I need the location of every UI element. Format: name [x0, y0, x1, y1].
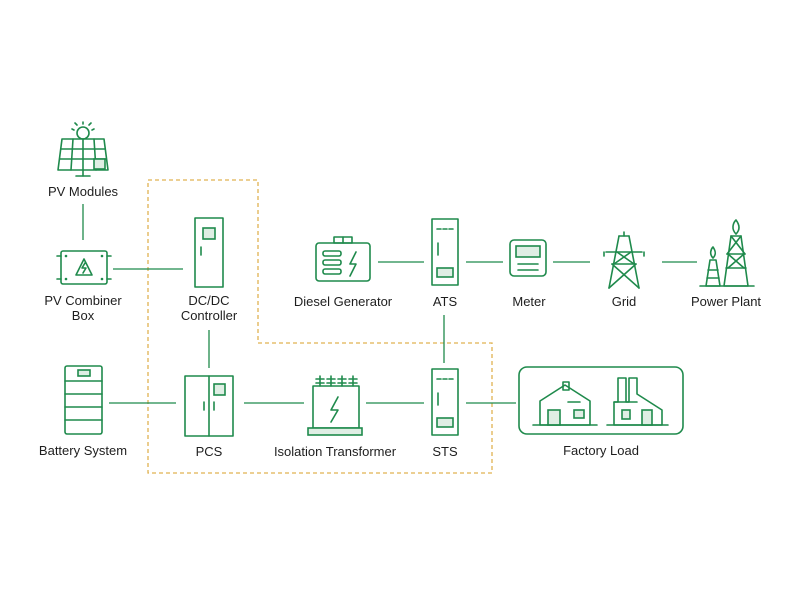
cabinet-icon — [194, 217, 224, 288]
cabinet-icon — [184, 375, 234, 437]
diesel-generator-label: Diesel Generator — [294, 294, 393, 309]
dcdc-label-line2: Controller — [181, 308, 238, 323]
power-plant-icon — [699, 219, 755, 287]
meter-icon — [509, 239, 547, 277]
solar-panel-icon — [57, 121, 109, 177]
ats-node: ATS — [431, 218, 459, 309]
pv-combiner-label-line2: Box — [72, 308, 95, 323]
pv-modules-node: PV Modules — [48, 121, 119, 199]
battery-system-node: Battery System — [39, 365, 127, 458]
cabinet-icon — [431, 368, 459, 436]
sts-label: STS — [432, 444, 458, 459]
pcs-node: PCS — [184, 375, 234, 459]
combiner-box-icon — [56, 250, 112, 285]
dcdc-controller-node: DC/DC Controller — [181, 217, 238, 323]
pv-modules-label: PV Modules — [48, 184, 119, 199]
isolation-transformer-node: Isolation Transformer — [274, 375, 397, 459]
ats-label: ATS — [433, 294, 458, 309]
transformer-icon — [307, 375, 363, 436]
transmission-tower-icon — [603, 231, 645, 289]
pv-combiner-box-node: PV Combiner Box — [44, 250, 122, 323]
dcdc-label-line1: DC/DC — [188, 293, 229, 308]
cabinet-icon — [431, 218, 459, 286]
battery-icon — [64, 365, 103, 435]
grid-label: Grid — [612, 294, 637, 309]
power-plant-label: Power Plant — [691, 294, 761, 309]
generator-icon — [315, 236, 371, 282]
pv-combiner-label-line1: PV Combiner — [44, 293, 122, 308]
pcs-label: PCS — [196, 444, 223, 459]
grid-node: Grid — [603, 231, 645, 309]
factory-load-frame — [518, 366, 684, 435]
factory-load-node: Factory Load — [518, 366, 684, 458]
power-plant-node: Power Plant — [691, 219, 761, 309]
connections — [82, 204, 697, 404]
isolation-transformer-label: Isolation Transformer — [274, 444, 397, 459]
meter-node: Meter — [509, 239, 547, 309]
system-boundary — [147, 179, 493, 474]
factory-icon — [532, 377, 669, 426]
factory-load-label: Factory Load — [563, 443, 639, 458]
diesel-generator-node: Diesel Generator — [294, 236, 393, 309]
battery-system-label: Battery System — [39, 443, 127, 458]
sts-node: STS — [431, 368, 459, 459]
meter-label: Meter — [512, 294, 546, 309]
